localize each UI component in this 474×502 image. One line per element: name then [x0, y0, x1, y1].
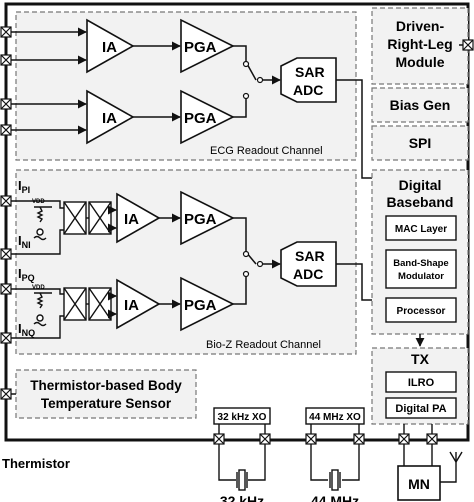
digital-pa-block: [385, 397, 457, 419]
xtal32-label: 32 kHz: [220, 493, 264, 502]
band-shape-label-1: Band-Shape: [393, 258, 448, 269]
ecg-channel-caption: ECG Readout Channel: [210, 145, 323, 157]
processor-label: Processor: [397, 306, 446, 317]
ecg-sar-label-2: ADC: [293, 82, 323, 98]
label-inq: INQ: [18, 321, 35, 338]
bioz-ia-2: [116, 278, 161, 330]
drl-output-pin: [459, 39, 474, 51]
xo-44mhz: 44 MHz XO 44 MHz: [305, 407, 365, 502]
bioz-ia-2-label: IA: [124, 297, 139, 314]
bioz-pga-2: [180, 276, 235, 332]
right-column: Driven- Right-Leg Module Bias Gen SPI Di…: [371, 7, 474, 425]
ecg-ia-2: [86, 89, 135, 145]
vdd-label-2: VDD: [32, 285, 45, 291]
band-shape-label-2: Modulator: [398, 271, 444, 282]
label-ini: INI: [18, 233, 31, 250]
bias-gen-block: [371, 87, 469, 123]
drl-label-3: Module: [396, 54, 445, 70]
ecg-input-pins: [0, 26, 12, 136]
digital-pa-label: Digital PA: [395, 403, 446, 415]
ilro-label: ILRO: [408, 377, 435, 389]
thermal-label-2: Temperature Sensor: [41, 396, 172, 411]
ecg-pga-1: [180, 18, 235, 74]
bioz-sar-label-1: SAR: [295, 248, 325, 264]
ecg-ia-1: [86, 18, 135, 74]
ecg-ia-1-label: IA: [102, 39, 117, 56]
vdd-label-1: VDD: [32, 199, 45, 205]
bioz-demod-1: [63, 201, 112, 235]
processor-block: [385, 297, 457, 323]
bioz-pga-2-label: PGA: [184, 297, 217, 314]
bioz-readout-channel: IPI INI IPQ INQ VDD VDD: [0, 169, 372, 355]
bias-gen-label: Bias Gen: [390, 97, 451, 113]
tx-label: TX: [411, 351, 430, 367]
drl-label-1: Driven-: [396, 18, 445, 34]
bioz-pga-1: [180, 190, 235, 246]
ecg-pga-1-label: PGA: [184, 39, 217, 56]
bioz-demod-2: [63, 287, 112, 321]
mn-label: MN: [408, 476, 430, 492]
drl-label-2: Right-Leg: [387, 36, 452, 52]
dbb-label-1: Digital: [399, 177, 442, 193]
bioz-ia-1: [116, 192, 161, 244]
thermal-label-1: Thermistor-based Body: [30, 378, 182, 393]
ecg-sar-label-1: SAR: [295, 64, 325, 80]
dbb-label-2: Baseband: [387, 194, 454, 210]
ilro-block: [385, 371, 457, 393]
ecg-ia-2-label: IA: [102, 110, 117, 127]
spi-label: SPI: [409, 135, 432, 151]
bioz-sar-adc: [280, 241, 337, 287]
matching-network-block: [397, 465, 441, 501]
ecg-pga-2-label: PGA: [184, 110, 217, 127]
xo44-label: 44 MHz XO: [309, 412, 361, 423]
bioz-ia-1-label: IA: [124, 211, 139, 228]
spi-block: [371, 125, 469, 161]
ecg-pga-2: [180, 89, 235, 145]
mac-layer-block: [385, 215, 457, 241]
ecg-sar-adc: [280, 57, 337, 103]
band-shape-block: [385, 249, 457, 289]
label-ipi: IPI: [18, 178, 30, 195]
xo-32khz: 32 kHz XO 32 kHz: [213, 407, 271, 502]
label-ipq: IPQ: [18, 266, 35, 283]
mac-layer-label: MAC Layer: [395, 224, 447, 235]
xtal44-label: 44 MHz: [311, 493, 359, 502]
bioz-sar-label-2: ADC: [293, 266, 323, 282]
tx-output: MN: [397, 424, 463, 501]
antenna-icon: [440, 451, 463, 483]
xo32-label: 32 kHz XO: [218, 412, 267, 423]
bioz-channel-caption: Bio-Z Readout Channel: [206, 339, 321, 351]
thermistor-sensor: Thermistor-based Body Temperature Sensor…: [0, 369, 197, 471]
ecg-readout-channel: IA IA PGA PGA SAR ADC ECG Readout Channe…: [0, 11, 372, 179]
bioz-pga-1-label: PGA: [184, 211, 217, 228]
thermistor-ext-label: Thermistor: [2, 456, 70, 471]
